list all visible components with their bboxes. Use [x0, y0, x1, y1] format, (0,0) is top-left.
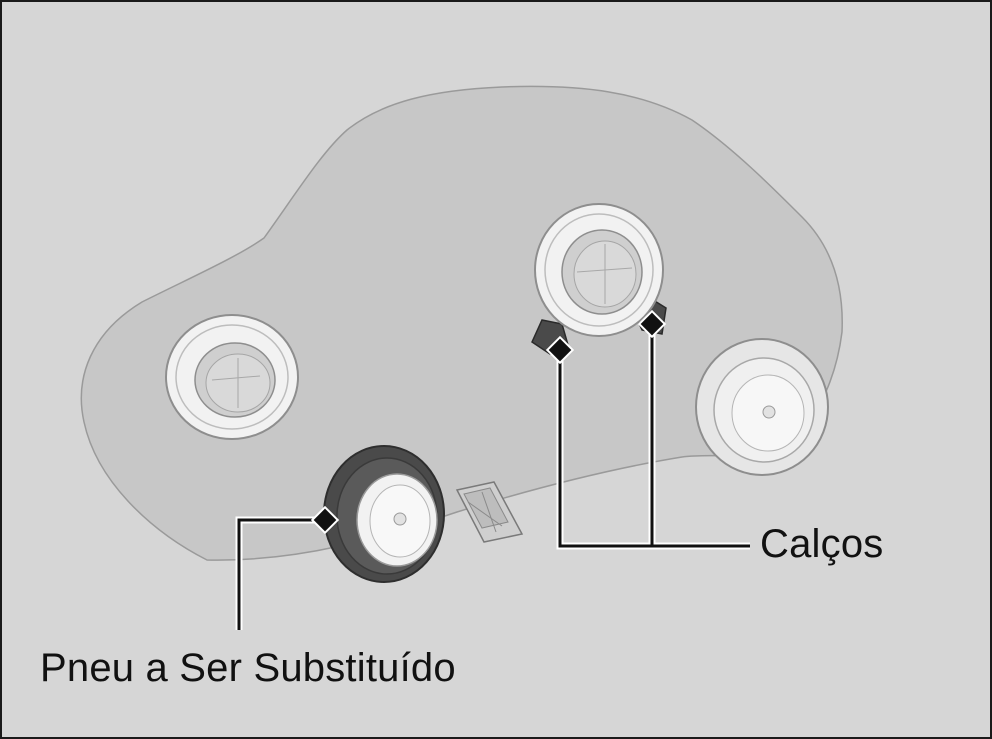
callout-marker-chock-left	[545, 335, 575, 365]
callout-marker-chock-right	[637, 309, 667, 339]
chocks-label: Calços	[760, 522, 884, 566]
rear-left-wheel	[165, 314, 299, 440]
callout-marker-tire	[310, 505, 340, 535]
tire-to-replace-label: Pneu a Ser Substituído	[40, 646, 456, 690]
callout-chocks	[545, 309, 750, 550]
callout-tire	[235, 505, 340, 630]
flat-tire	[323, 445, 445, 583]
jack	[455, 481, 524, 543]
front-right-wheel	[695, 338, 829, 476]
